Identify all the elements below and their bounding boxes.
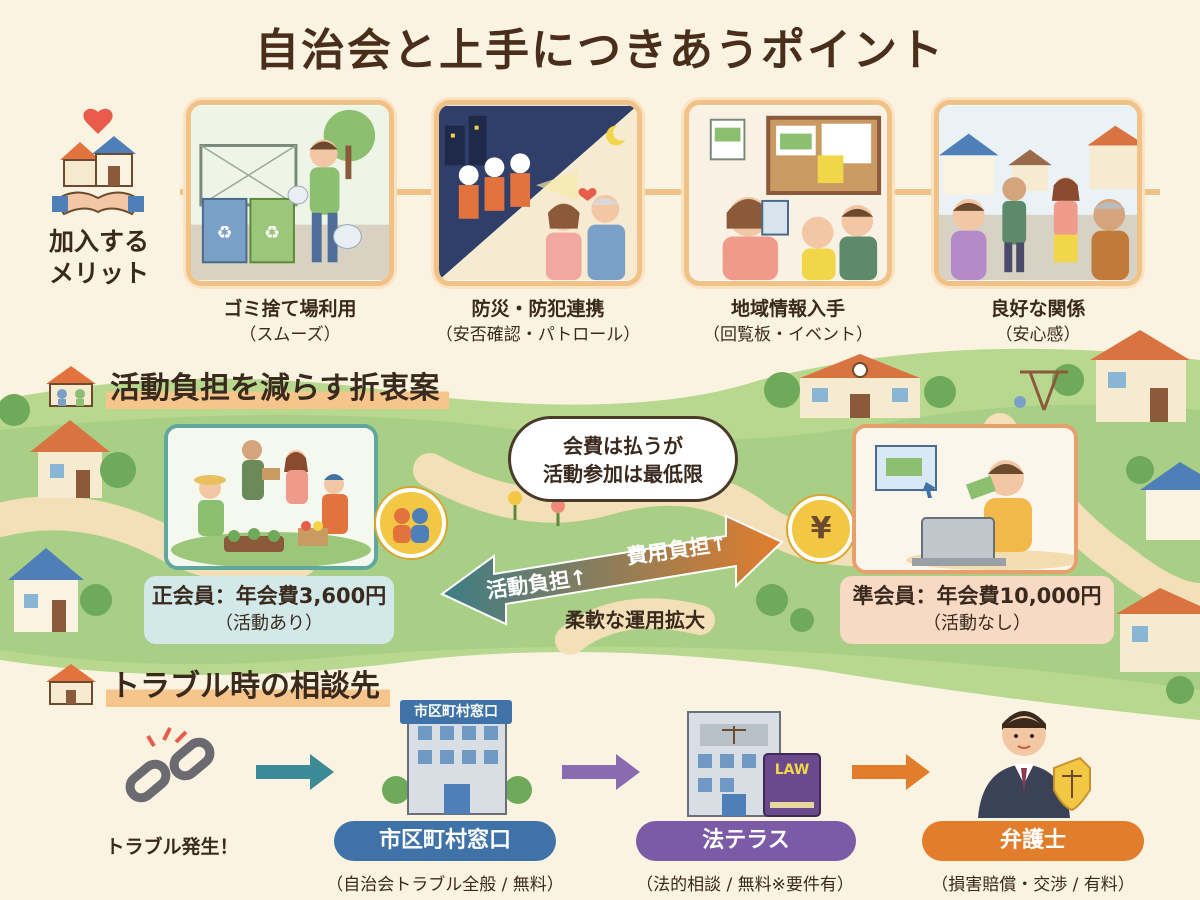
flowers <box>508 491 814 632</box>
yen-coin-icon: ¥ <box>788 496 854 562</box>
gardening-illustration <box>168 428 374 566</box>
lawyer-illustration <box>972 694 1096 818</box>
bulletin-board-illustration <box>689 105 887 281</box>
associate-member-label: 準会員：年会費10,000円 （活動なし） <box>840 576 1114 644</box>
member-badge-icon <box>376 488 446 558</box>
city-office-caption: （自治会トラブル全般 / 無料） <box>326 875 564 895</box>
full-member-label: 正会員：年会費3,600円 （活動あり） <box>144 576 394 644</box>
left-houses <box>0 394 136 632</box>
laptop-payment-illustration <box>856 428 1074 570</box>
svg-text:♻: ♻ <box>217 223 233 244</box>
consult-heading: トラブル時の相談先 <box>106 661 390 707</box>
svg-text:♻: ♻ <box>264 223 280 244</box>
neighbors-illustration <box>939 105 1137 281</box>
lawyer-caption: （損害賠償・交渉 / 有料） <box>931 875 1135 895</box>
city-hall-sign: 市区町村窓口 <box>400 700 512 724</box>
houterasu-pill: 法テラス <box>636 821 856 861</box>
broken-chain-icon <box>125 727 215 803</box>
flex-label: 柔軟な運用拡大 <box>565 608 705 632</box>
family-house-icon <box>46 366 96 407</box>
plan-heading: 活動負担を減らす折衷案 <box>106 363 450 409</box>
houterasu-caption: （法的相談 / 無料※要件有） <box>636 875 854 895</box>
trouble-label: トラブル発生！ <box>105 836 239 858</box>
merit-caption-garbage: ゴミ捨て場利用 （スムーズ） <box>223 298 357 345</box>
speech-bubble: 会費は払うが 活動参加は最低限 <box>508 416 738 502</box>
merit-caption-safety: 防災・防犯連携 （安否確認・パトロール） <box>435 298 641 345</box>
merit-caption-relations: 良好な関係 （安心感） <box>990 298 1086 345</box>
merit-card-info <box>684 100 892 286</box>
house-icon <box>46 664 96 705</box>
garbage-station-illustration: ♻ ♻ <box>191 105 389 281</box>
law-book-label: LAW <box>774 762 810 778</box>
consult-section-header: トラブル時の相談先 <box>42 661 390 707</box>
merit-caption-info: 地域情報入手 （回覧板・イベント） <box>703 298 873 345</box>
lawyer-pill: 弁護士 <box>922 821 1144 861</box>
associate-member-card <box>852 424 1078 574</box>
merit-card-safety <box>434 100 642 286</box>
city-hall-illustration <box>382 690 532 816</box>
city-office-pill: 市区町村窓口 <box>334 821 556 861</box>
arrow-right-icon <box>852 754 930 790</box>
double-arrow <box>440 514 784 626</box>
house-heart-icon <box>52 108 144 216</box>
school-building <box>764 354 956 418</box>
arrow-right-icon <box>562 754 640 790</box>
page-title: 自治会と上手につきあうポイント <box>255 25 945 76</box>
playground <box>1014 370 1068 411</box>
merit-card-relations <box>934 100 1142 286</box>
patrol-illustration <box>439 105 637 281</box>
arrow-right-icon <box>256 754 334 790</box>
merit-card-garbage: ♻ ♻ <box>186 100 394 286</box>
plan-section-header: 活動負担を減らす折衷案 <box>42 363 450 409</box>
merit-section-label: 加入する メリット <box>48 227 149 288</box>
law-office-illustration <box>676 702 826 818</box>
full-member-card <box>164 424 378 570</box>
